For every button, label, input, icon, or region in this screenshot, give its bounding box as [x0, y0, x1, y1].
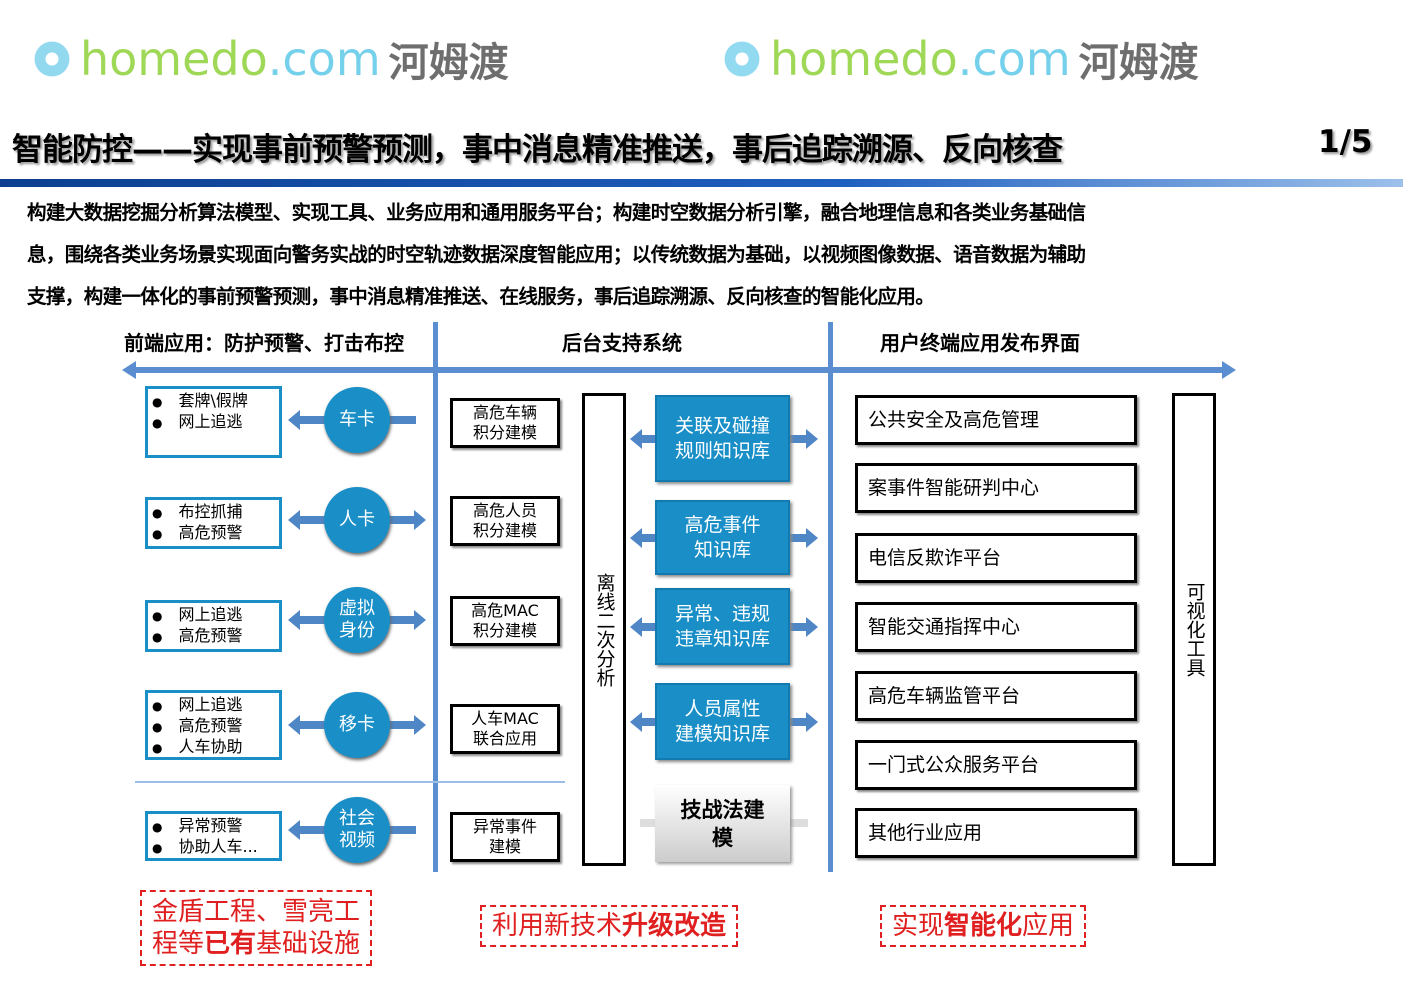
- stamp-text-bold: 已有: [204, 929, 257, 959]
- tactics-box: 技战法建 模: [655, 785, 790, 862]
- arrow-head-left: [288, 610, 300, 630]
- watermark-text: homedo: [770, 32, 958, 86]
- arrow-head-left: [630, 527, 642, 548]
- node-circle: 车卡: [324, 387, 390, 453]
- stamp-text: 应用: [1022, 911, 1075, 941]
- stamp-text: 利用新技术: [492, 911, 623, 941]
- bullet-item: 网上追逃: [152, 695, 279, 716]
- terminal-app-box: 一门式公众服务平台: [855, 740, 1137, 790]
- intro-line-2: 息，围绕各类业务场景实现面向警务实战的时空轨迹数据深度智能应用；以传统数据为基础…: [27, 243, 1086, 266]
- arrow-head-right: [806, 711, 818, 732]
- intro-line-1: 构建大数据挖掘分析算法模型、实现工具、业务应用和通用服务平台；构建时空数据分析引…: [27, 201, 1086, 224]
- terminal-app-box: 高危车辆监管平台: [855, 671, 1137, 721]
- node-circle: 人卡: [324, 487, 390, 553]
- arrow-head-right: [414, 510, 426, 530]
- main-double-arrow: [132, 367, 1224, 373]
- node-circle: 虚拟 身份: [324, 587, 390, 653]
- model-box: 人车MAC 联合应用: [450, 704, 560, 754]
- bullet-item: 高危预警: [152, 626, 279, 647]
- model-box: 高危MAC 积分建模: [450, 596, 560, 646]
- stamp-smart-application: 实现智能化应用: [880, 905, 1087, 947]
- watermark-text: .com: [267, 32, 381, 86]
- bullet-item: 异常预警: [152, 816, 279, 837]
- stamp-text: 基础设施: [256, 929, 361, 959]
- arrow-head-left: [288, 510, 300, 530]
- watermark-text: 河姆渡: [1078, 40, 1199, 86]
- bullet-item: 高危预警: [152, 716, 279, 737]
- arrow-right-head: [1222, 361, 1236, 379]
- arrow-head-right: [806, 527, 818, 548]
- bullet-item: 人车协助: [152, 737, 279, 758]
- front-app-box: 网上追逃高危预警: [145, 600, 282, 652]
- section-backend-heading: 后台支持系统: [562, 331, 682, 355]
- section-front-heading: 前端应用：防护预警、打击布控: [124, 331, 404, 355]
- arrow-head-right: [806, 428, 818, 449]
- arrow-head-right: [806, 616, 818, 637]
- terminal-app-box: 其他行业应用: [855, 808, 1137, 858]
- model-box: 高危人员 积分建模: [450, 496, 560, 546]
- tactics-label: 技战法建 模: [680, 797, 765, 850]
- node-circle: 移卡: [324, 692, 390, 758]
- slide-title: 智能防控——实现事前预警预测，事中消息精准推送，事后追踪溯源、反向核查: [12, 132, 1063, 168]
- watermark-text: homedo: [80, 32, 268, 86]
- bullet-item: 套牌\假牌: [152, 391, 279, 412]
- bullet-item: 协助人车...: [152, 837, 279, 858]
- front-app-box: 异常预警协助人车...: [145, 811, 282, 861]
- arrow-head-right: [414, 610, 426, 630]
- title-underline-bar: [0, 179, 1403, 187]
- divider-right: [828, 322, 833, 872]
- arrow-head-left: [630, 711, 642, 732]
- knowledge-base-box: 高危事件 知识库: [655, 500, 790, 575]
- stamp-tech-upgrade: 利用新技术升级改造: [480, 905, 739, 947]
- watermark-flower-icon: [30, 37, 74, 81]
- watermark-text: .com: [957, 32, 1071, 86]
- arrow-head-right: [414, 715, 426, 735]
- stamp-existing-infrastructure: 金盾工程、雪亮工 程等已有基础设施: [140, 890, 373, 966]
- bullet-item: 网上追逃: [152, 605, 279, 626]
- arrow-head-left: [630, 428, 642, 449]
- terminal-app-box: 公共安全及高危管理: [855, 395, 1137, 445]
- divider-left: [433, 322, 438, 872]
- bullet-item: 网上追逃: [152, 412, 279, 433]
- arrow-head-left: [288, 410, 300, 430]
- model-box: 高危车辆 积分建模: [450, 398, 560, 448]
- arrow-head-left: [288, 820, 300, 840]
- row-divider: [135, 781, 565, 783]
- stamp-text: 实现: [892, 911, 945, 941]
- arrow-head-left: [288, 715, 300, 735]
- stamp-text-bold: 升级改造: [622, 911, 727, 941]
- page-number: 1/5: [1318, 124, 1373, 160]
- stamp-text: 程等: [152, 929, 205, 959]
- front-app-box: 套牌\假牌网上追逃: [145, 386, 282, 458]
- knowledge-base-box: 关联及碰撞 规则知识库: [655, 395, 790, 482]
- section-terminal-heading: 用户终端应用发布界面: [880, 331, 1080, 355]
- offline-analysis-box: 离线二次分析: [582, 393, 626, 866]
- model-box: 异常事件 建模: [450, 812, 560, 862]
- arrow-head-left: [630, 616, 642, 637]
- node-circle: 社会 视频: [324, 797, 390, 863]
- terminal-app-box: 智能交通指挥中心: [855, 602, 1137, 652]
- bullet-item: 布控抓捕: [152, 502, 279, 523]
- knowledge-base-box: 人员属性 建模知识库: [655, 683, 790, 760]
- intro-line-3: 支撑，构建一体化的事前预警预测，事中消息精准推送、在线服务，事后追踪溯源、反向核…: [27, 285, 935, 308]
- front-app-box: 网上追逃高危预警人车协助: [145, 690, 282, 760]
- knowledge-base-box: 异常、违规 违章知识库: [655, 588, 790, 665]
- front-app-box: 布控抓捕高危预警: [145, 497, 282, 549]
- bullet-item: 高危预警: [152, 523, 279, 544]
- arrow-left-head: [122, 361, 136, 379]
- watermark-text: 河姆渡: [388, 40, 509, 86]
- stamp-text: 金盾工程、雪亮工: [152, 897, 361, 927]
- terminal-app-box: 电信反欺诈平台: [855, 533, 1137, 583]
- visual-tools-box: 可视化工具: [1172, 393, 1216, 866]
- terminal-app-box: 案事件智能研判中心: [855, 463, 1137, 513]
- watermark-flower-icon: [720, 37, 764, 81]
- stamp-text-bold: 智能化: [944, 911, 1023, 941]
